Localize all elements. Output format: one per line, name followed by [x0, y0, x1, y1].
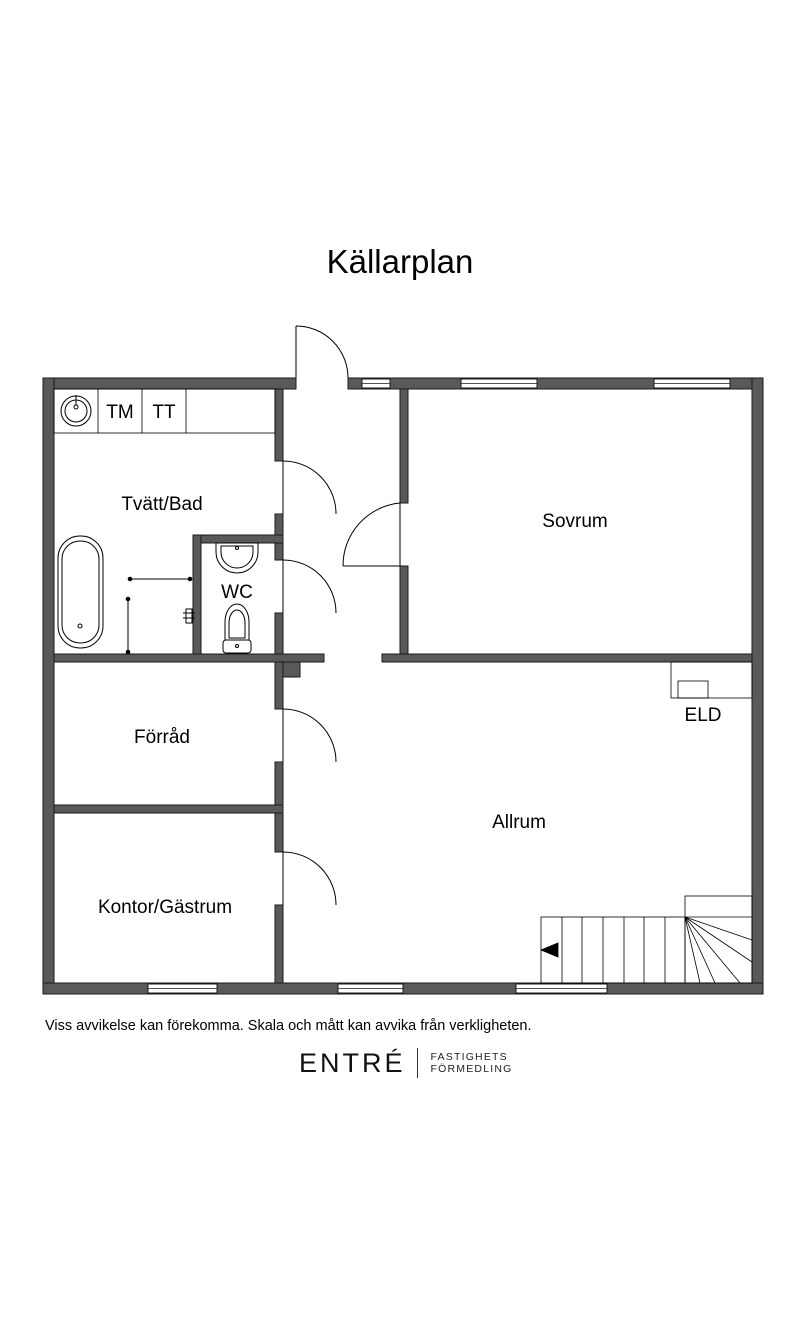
label-allrum: Allrum [492, 812, 546, 833]
window-glass-lines [148, 383, 730, 989]
door-bedroom [342, 502, 401, 567]
logo-subtitle: FASTIGHETS FÖRMEDLING [431, 1051, 513, 1075]
door-office [282, 851, 337, 906]
disclaimer-text: Viss avvikelse kan förekomma. Skala och … [45, 1018, 532, 1034]
outer-wall-top-left [42, 377, 297, 390]
label-tt: TT [152, 402, 176, 423]
stairs-icon [539, 895, 753, 984]
shower-icon [125, 576, 195, 655]
wall-bath-east-lower [274, 612, 284, 655]
logo-divider [416, 1048, 418, 1078]
label-tm: TM [106, 402, 133, 423]
outer-wall-right [751, 377, 764, 995]
door-storage [282, 708, 337, 763]
wall-storage-east-upper [274, 661, 284, 710]
wall-office-east [274, 904, 284, 984]
logo-brand: ENTRÉ [299, 1047, 406, 1078]
wall-wc-west [192, 534, 202, 655]
wall-storage-south [53, 804, 284, 814]
wall-mid-horizontal [53, 653, 325, 663]
outer-wall-left [42, 377, 55, 995]
wall-wc-top [192, 534, 284, 544]
label-sovrum: Sovrum [542, 511, 607, 532]
label-forrad: Förråd [134, 727, 190, 748]
wall-bedroom-west-upper [399, 388, 409, 504]
wc-sink-icon [215, 542, 259, 574]
fireplace-icon [670, 661, 753, 699]
logo-line-1: FASTIGHETS [430, 1051, 508, 1063]
label-eld: ELD [685, 705, 722, 726]
doors [282, 325, 401, 906]
label-tvatt-bad: Tvätt/Bad [121, 494, 202, 515]
windows [147, 378, 731, 994]
laundry-sink-icon [60, 395, 92, 427]
logo-line-2: FÖRMEDLING [430, 1063, 513, 1075]
wall-mid-horizontal-right [381, 653, 753, 663]
plan-title: Källarplan [326, 243, 474, 280]
room-labels: TM TT Tvätt/Bad WC Sovrum Förråd ELD All… [98, 402, 722, 918]
label-kontor-gastrum: Kontor/Gästrum [98, 897, 232, 918]
bathtub-icon [57, 535, 104, 649]
wall-bedroom-west-lower [399, 565, 409, 655]
door-wc [282, 559, 337, 614]
door-entrance [295, 325, 349, 379]
company-logo: ENTRÉ FASTIGHETS FÖRMEDLING [299, 1046, 513, 1080]
toilet-icon [222, 603, 252, 654]
door-laundry [282, 460, 337, 515]
laundry-counter [53, 388, 276, 434]
label-wc: WC [221, 582, 253, 603]
wall-pillar [282, 661, 301, 678]
wall-bath-east-upper [274, 388, 284, 462]
